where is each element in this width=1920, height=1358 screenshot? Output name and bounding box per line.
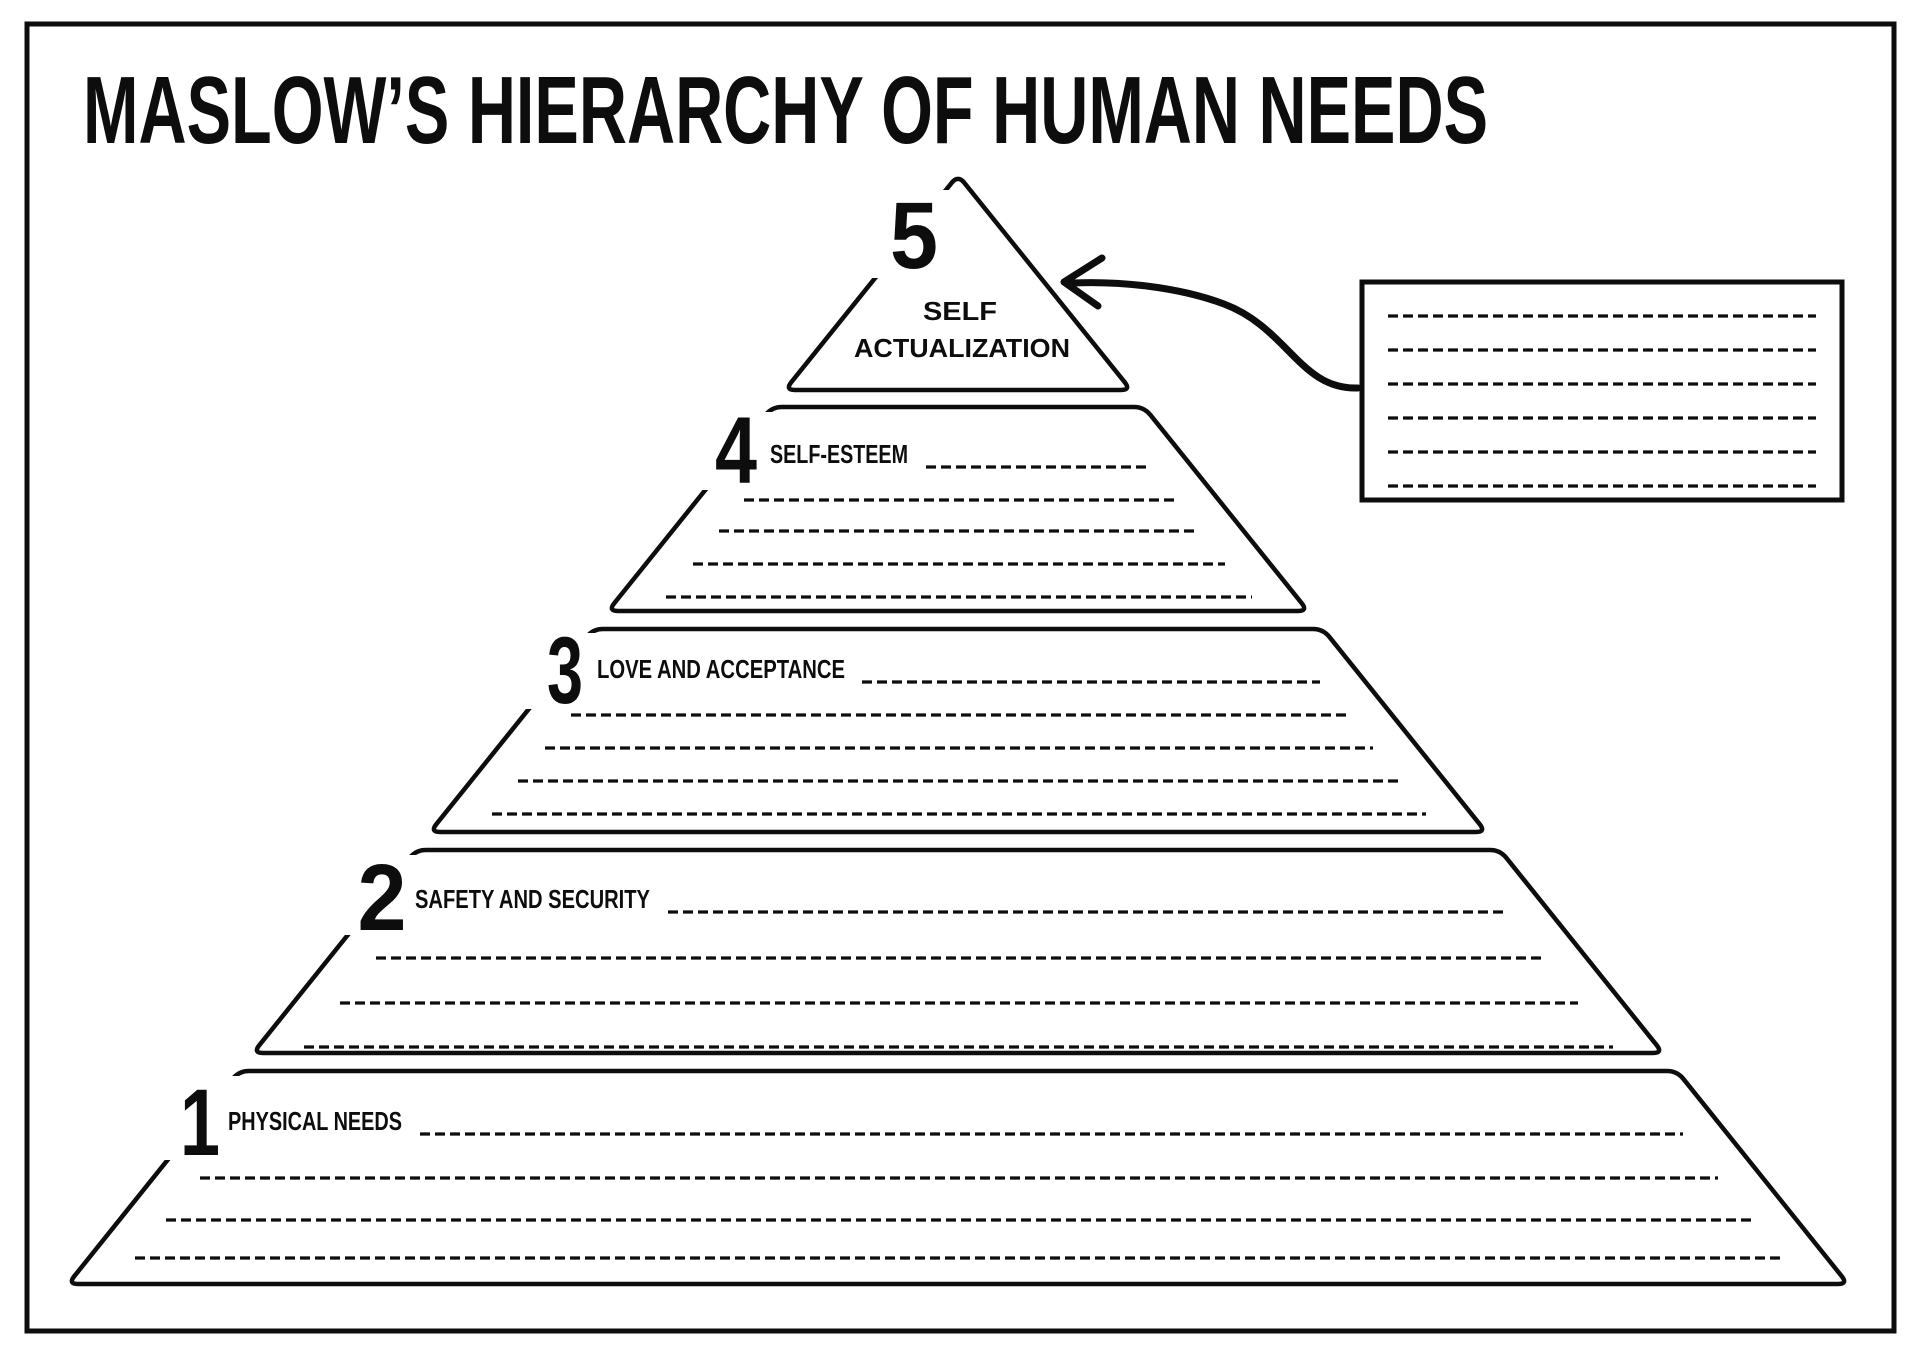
level-1-label: PHYSICAL NEEDS [228, 1106, 402, 1136]
level-4-label: SELF-ESTEEM [770, 439, 908, 469]
level-1-number-gap [160, 1076, 246, 1160]
level-2-write-lines [304, 910, 1613, 1049]
pyramid-level-5: 5 SELF ACTUALIZATION [786, 176, 1130, 393]
annotation-arrow-curve [1068, 279, 1362, 392]
level-3-number: 3 [547, 618, 583, 724]
level-2-label: SAFETY AND SECURITY [415, 884, 650, 914]
level-2-shape [254, 847, 1662, 1056]
level-3-number-gap [522, 633, 604, 709]
level-4-number: 4 [715, 398, 757, 504]
level-1-write-lines [135, 1132, 1781, 1260]
level-5-label-line1: SELF [923, 296, 997, 326]
level-4-number-gap [696, 412, 780, 490]
pyramid-level-4: 4 SELF-ESTEEM [609, 398, 1307, 614]
level-5-number: 5 [890, 183, 938, 289]
level-4-shape [609, 404, 1307, 614]
notes-box-write-lines [1388, 314, 1816, 488]
level-3-write-lines [492, 680, 1426, 816]
level-5-label-line2: ACTUALIZATION [854, 333, 1070, 363]
level-3-label: LOVE AND ACCEPTANCE [597, 654, 845, 684]
level-5-shape [786, 176, 1130, 393]
pyramid-level-2: 2 SAFETY AND SECURITY [254, 845, 1662, 1056]
level-2-number: 2 [358, 845, 407, 951]
level-2-number-gap [344, 855, 428, 935]
pyramid-level-1: 1 PHYSICAL NEEDS [69, 1068, 1847, 1287]
notes-box [1359, 279, 1845, 503]
notes-box-outline [1359, 279, 1845, 503]
level-4-write-lines [666, 465, 1252, 599]
level-1-number: 1 [180, 1070, 220, 1176]
page-title: MASLOW’S HIERARCHY OF HUMAN NEEDS [83, 57, 1488, 164]
annotation-arrow [1060, 254, 1362, 392]
level-5-number-gap [868, 190, 956, 278]
arrow-head-icon [1060, 254, 1106, 310]
pyramid-level-3: 3 LOVE AND ACCEPTANCE [431, 618, 1485, 835]
